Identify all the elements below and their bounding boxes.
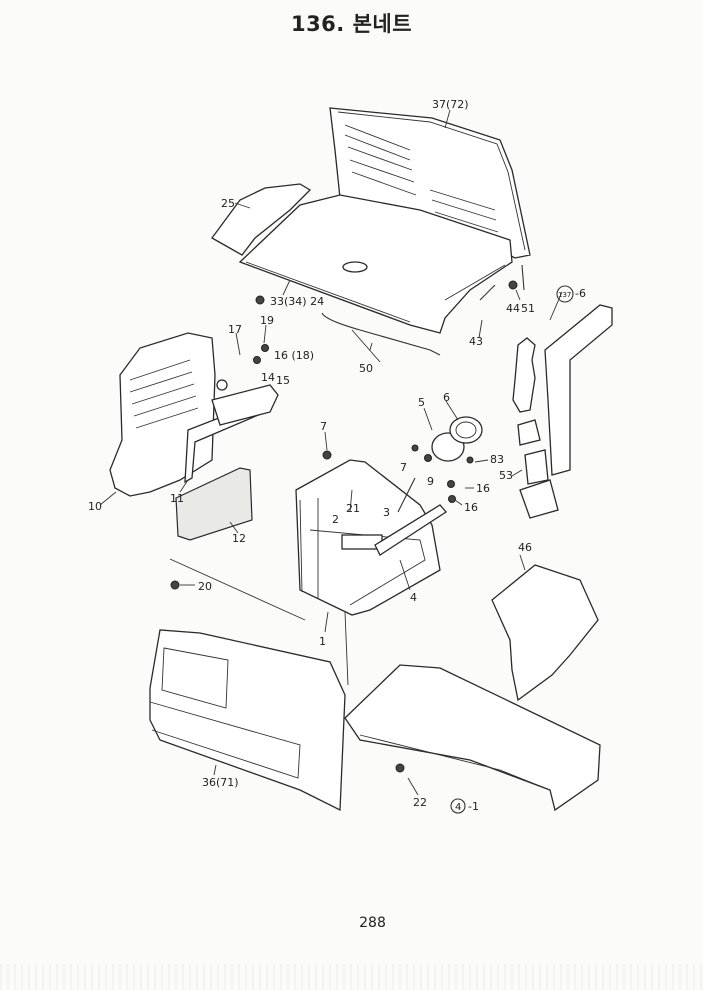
label-83: 83 xyxy=(490,453,504,466)
label-46: 46 xyxy=(518,541,532,554)
label-137-circle-number: 137 xyxy=(558,291,571,299)
label-24: 33(34) 24 xyxy=(270,295,324,308)
label-11: 11 xyxy=(170,492,184,505)
part-labels: 37(72) 25 33(34) 24 50 43 44 51 137 -6 1… xyxy=(88,98,586,814)
label-12: 12 xyxy=(232,532,246,545)
label-53: 53 xyxy=(499,469,513,482)
label-6: 6 xyxy=(443,391,450,404)
stay-rod xyxy=(397,477,416,513)
label-5: 5 xyxy=(418,396,425,409)
label-16b: 16 xyxy=(476,482,490,495)
label-20: 20 xyxy=(198,580,212,593)
label-2: 2 xyxy=(332,513,339,526)
label-25: 25 xyxy=(221,197,235,210)
leader-lines xyxy=(99,109,563,796)
label-4: 4 xyxy=(410,591,417,604)
label-7b: 7 xyxy=(400,461,407,474)
side-cover-36 xyxy=(149,629,346,812)
label-17: 17 xyxy=(228,323,242,336)
front-grille-bracket xyxy=(109,332,228,497)
label-137-6: 137 -6 xyxy=(556,285,586,303)
hood-pad xyxy=(211,183,312,256)
label-16a: 16 (18) xyxy=(274,349,314,362)
label-43: 43 xyxy=(469,335,483,348)
label-10: 10 xyxy=(88,500,102,513)
scan-edge xyxy=(0,964,703,990)
rod-50 xyxy=(321,312,441,356)
label-7a: 7 xyxy=(320,420,327,433)
fasteners xyxy=(170,264,525,773)
label-37: 37(72) xyxy=(432,98,469,111)
label-4-1: 4 -1 xyxy=(450,798,479,814)
right-side-frame xyxy=(544,304,613,476)
label-16c: 16 xyxy=(464,501,478,514)
label-19: 19 xyxy=(260,314,274,327)
label-4-suffix: -1 xyxy=(468,800,479,813)
label-1: 1 xyxy=(319,635,326,648)
under-cover-46 xyxy=(491,564,599,702)
label-44: 44 xyxy=(506,302,520,315)
page-number: 288 xyxy=(359,915,386,931)
page-title: 136. 본네트 xyxy=(290,12,413,36)
support-arm xyxy=(374,504,447,556)
label-21: 21 xyxy=(346,502,360,515)
label-9: 9 xyxy=(427,475,434,488)
label-51: 51 xyxy=(521,302,535,315)
rear-grille-panel xyxy=(329,107,531,259)
label-36: 36(71) xyxy=(202,776,239,789)
label-4-circle-number: 4 xyxy=(455,802,461,813)
label-22: 22 xyxy=(413,796,427,809)
label-15: 15 xyxy=(276,374,290,387)
main-frame xyxy=(295,459,441,616)
label-3: 3 xyxy=(383,506,390,519)
label-14: 14 xyxy=(261,371,275,384)
clamp-and-ring xyxy=(431,416,483,462)
bonnet-hood xyxy=(238,194,513,334)
support-bar xyxy=(211,384,279,426)
exhaust-muffler xyxy=(512,337,559,519)
label-50: 50 xyxy=(359,362,373,375)
pad-12 xyxy=(175,467,253,541)
label-137-suffix: -6 xyxy=(575,287,586,300)
bottom-frame xyxy=(344,664,601,812)
